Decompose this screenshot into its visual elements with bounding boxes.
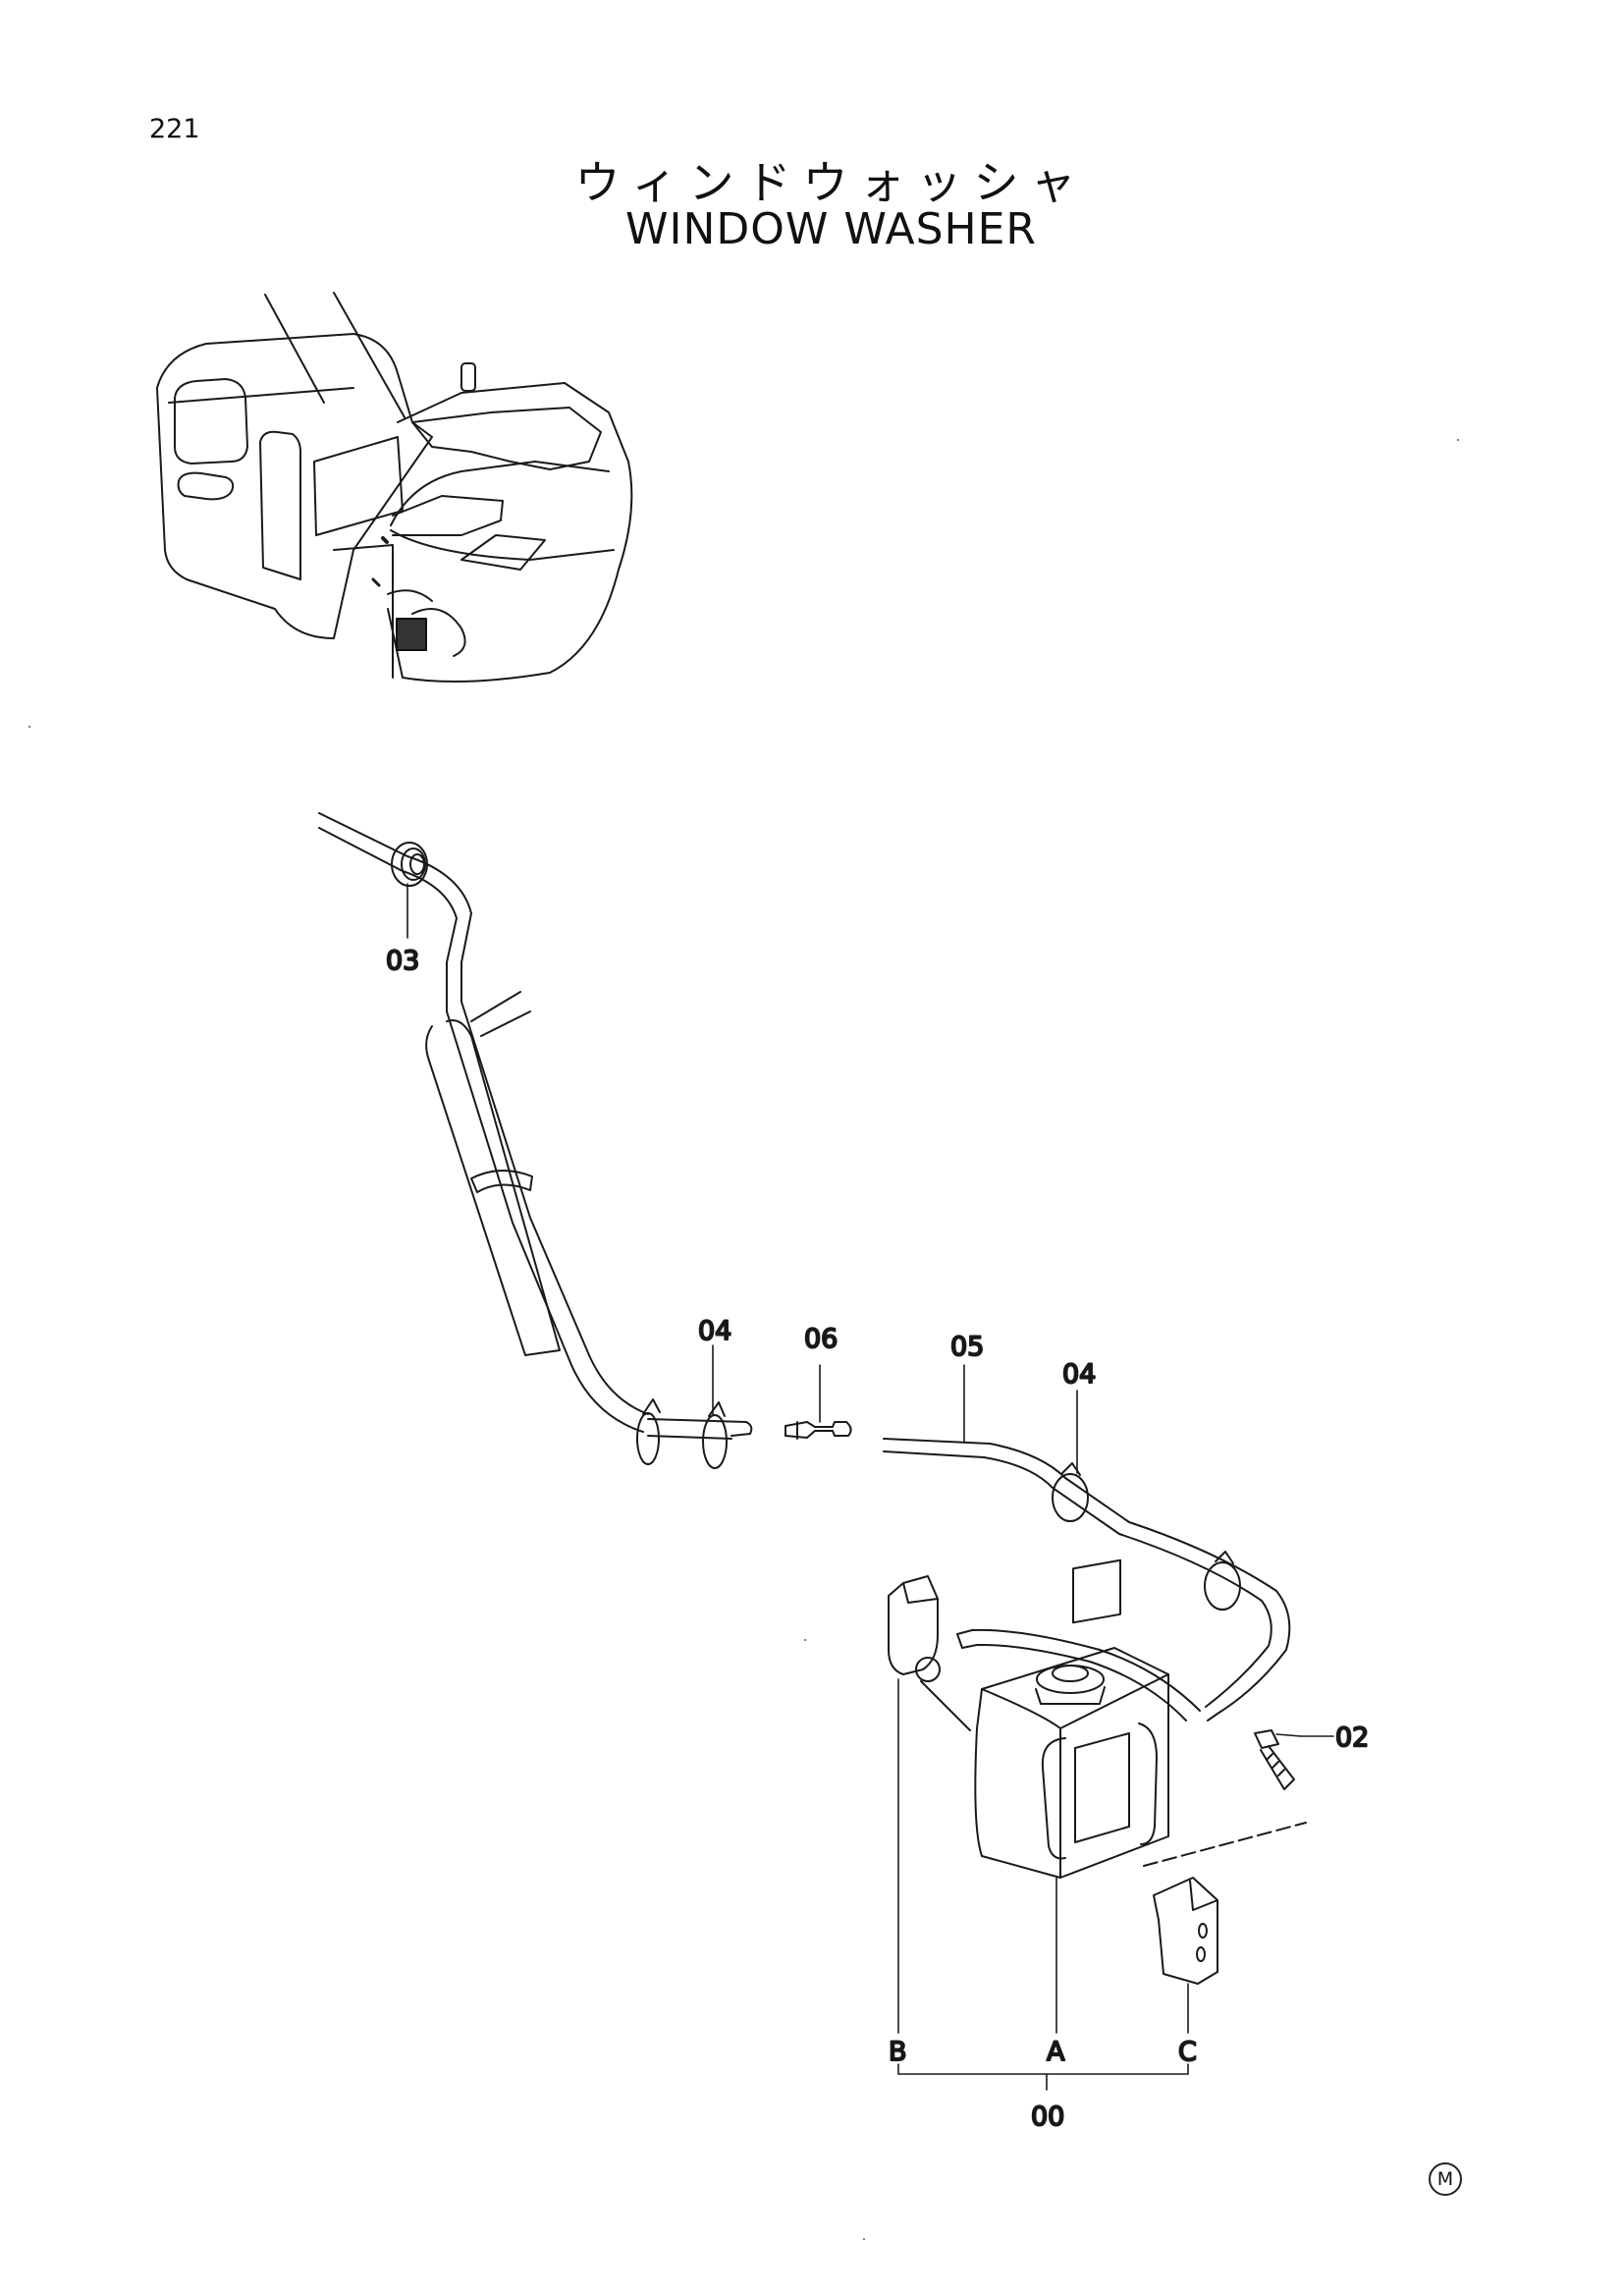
- callout-a: A: [1047, 2037, 1065, 2067]
- callout-00: 00: [1031, 2102, 1064, 2132]
- leader-lines: [406, 883, 1334, 2091]
- callout-06: 06: [804, 1324, 838, 1354]
- washer-hose-assembly: [318, 812, 1307, 1985]
- callout-03: 03: [386, 946, 419, 976]
- callout-04-right: 04: [1062, 1359, 1096, 1390]
- footer-mark: M: [1429, 2162, 1462, 2196]
- page-number: 221: [149, 114, 200, 144]
- callout-04-left: 04: [698, 1316, 731, 1346]
- title-english: WINDOW WASHER: [625, 204, 1037, 254]
- title-japanese: ウィンドウォッシャ: [574, 156, 1088, 209]
- callout-b: B: [889, 2037, 907, 2067]
- excavator-overview: [156, 292, 633, 683]
- callout-05: 05: [950, 1332, 984, 1362]
- callout-c: C: [1178, 2037, 1197, 2067]
- callout-02: 02: [1335, 1722, 1369, 1753]
